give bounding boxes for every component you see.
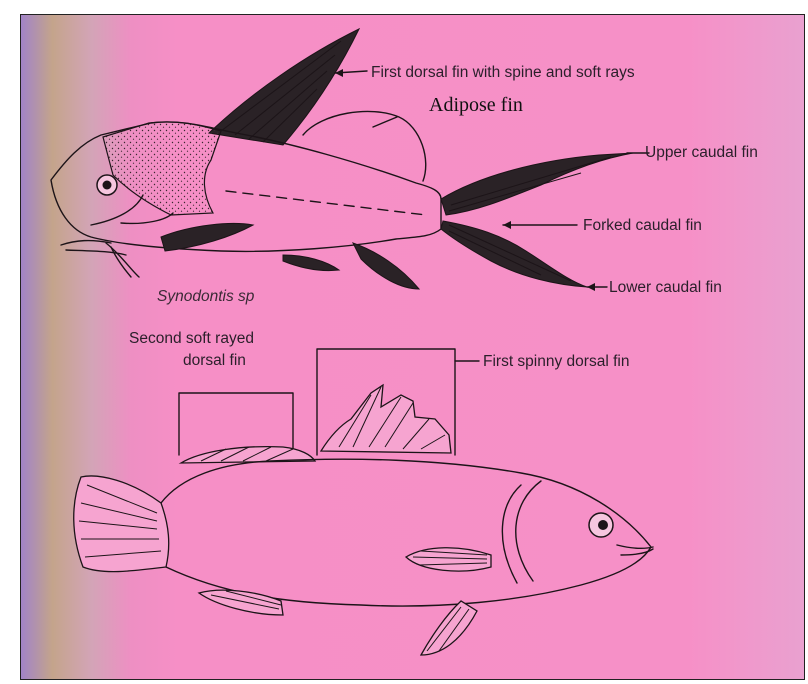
label-first-spinny: First spinny dorsal fin [483,353,629,370]
label-second-dorsal-line1: Second soft rayed [129,330,254,347]
label-upper-caudal: Upper caudal fin [645,144,758,161]
label-first-dorsal: First dorsal fin with spine and soft ray… [371,64,635,81]
diagram-frame: First dorsal fin with spine and soft ray… [20,14,805,680]
pupil-lower-fish [598,520,608,530]
label-forked-caudal: Forked caudal fin [583,217,702,234]
pupil-upper-fish [103,181,112,190]
fish-fins-diagram: First dorsal fin with spine and soft ray… [21,15,805,680]
label-lower-caudal: Lower caudal fin [609,279,722,296]
label-second-dorsal-line2: dorsal fin [183,352,246,369]
background [21,15,805,680]
label-adipose: Adipose fin [429,94,523,116]
label-species: Synodontis sp [157,288,255,305]
